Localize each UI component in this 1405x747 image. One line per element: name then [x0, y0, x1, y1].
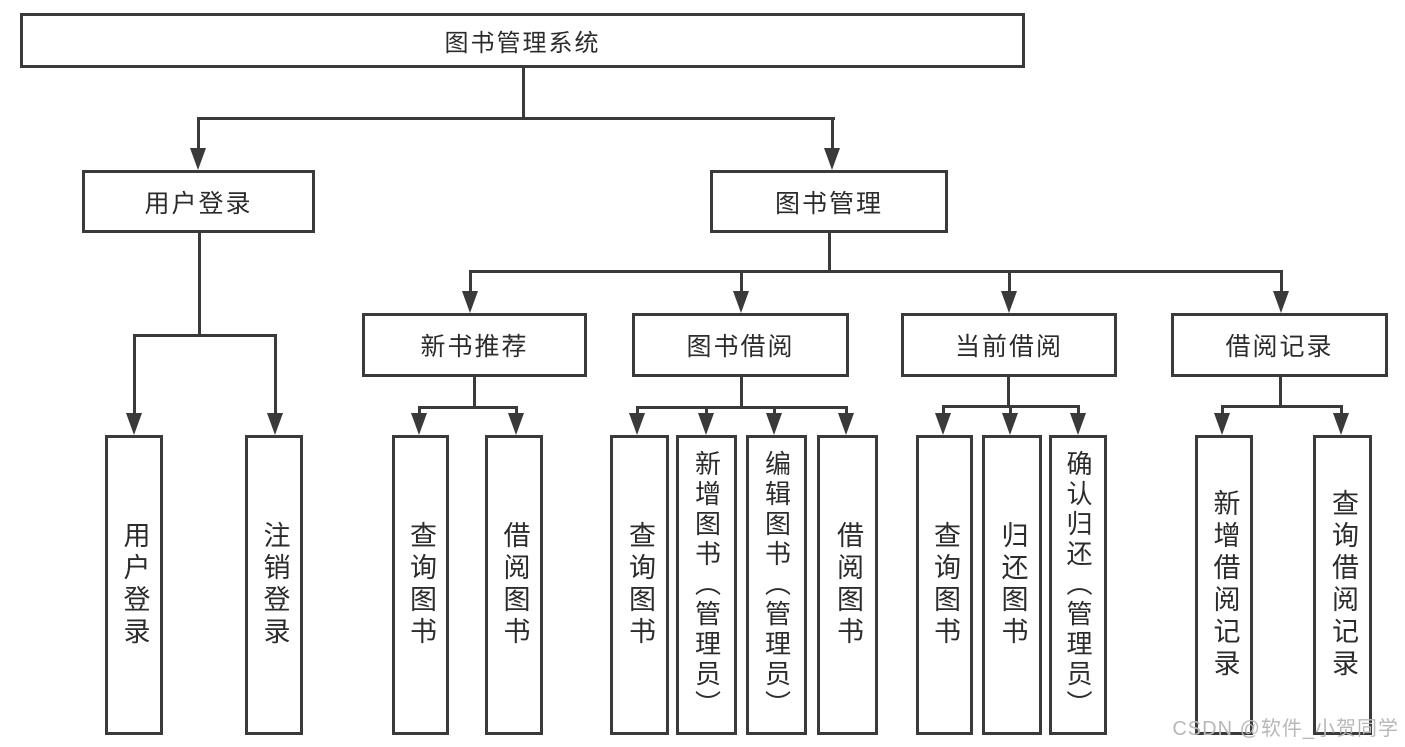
connector-line — [198, 233, 201, 336]
connector-line — [473, 377, 476, 408]
leaf-edit-book-admin: 编辑图书（管理员） — [746, 435, 807, 735]
connector-line — [1279, 377, 1282, 407]
node-user-login: 用户登录 — [82, 170, 315, 233]
connector-line — [740, 270, 743, 293]
leaf-query-borrow-record: 查询借阅记录 — [1313, 435, 1372, 735]
connector-line — [197, 117, 200, 151]
node-book-management: 图书管理 — [710, 170, 948, 233]
connector-line — [469, 270, 472, 293]
arrow-down-icon — [462, 291, 478, 313]
connector-line — [418, 406, 518, 409]
connector-line — [522, 68, 525, 118]
leaf-confirm-return-admin: 确认归还（管理员） — [1049, 435, 1107, 735]
connector-line — [133, 334, 277, 337]
arrow-down-icon — [508, 413, 524, 435]
leaf-query-book-1-label: 查询图书 — [406, 521, 436, 649]
connector-line — [469, 270, 1283, 273]
leaf-logout: 注销登录 — [245, 435, 303, 735]
connector-line — [1008, 270, 1011, 293]
connector-line — [1280, 270, 1283, 293]
arrow-down-icon — [1333, 413, 1349, 435]
node-book-management-label: 图书管理 — [774, 189, 883, 218]
arrow-down-icon — [824, 148, 840, 170]
leaf-confirm-return-admin-label: 确认归还（管理员） — [1063, 450, 1093, 720]
leaf-borrow-book-2-label: 借阅图书 — [833, 521, 863, 649]
connector-line — [515, 406, 518, 415]
connector-line — [274, 334, 277, 414]
connector-line — [705, 406, 708, 415]
leaf-query-book-1: 查询图书 — [392, 435, 449, 735]
arrow-down-icon — [126, 413, 142, 435]
node-current-borrow: 当前借阅 — [901, 313, 1117, 377]
connector-line — [1340, 405, 1343, 415]
connector-line — [831, 117, 834, 151]
leaf-add-borrow-record: 新增借阅记录 — [1195, 435, 1253, 735]
leaf-add-book-admin: 新增图书（管理员） — [676, 435, 737, 735]
connector-line — [828, 233, 831, 272]
leaf-return-book-label: 归还图书 — [997, 521, 1028, 649]
arrow-down-icon — [698, 413, 714, 435]
leaf-user-login-label: 用户登录 — [119, 521, 150, 649]
arrow-down-icon — [766, 413, 782, 435]
arrow-down-icon — [1001, 291, 1017, 313]
node-book-borrow-label: 图书借阅 — [686, 333, 795, 361]
connector-line — [418, 406, 421, 415]
leaf-query-book-2-label: 查询图书 — [625, 521, 655, 649]
csdn-watermark: CSDN @软件_小贺同学 — [1172, 718, 1399, 740]
leaf-query-book-3-label: 查询图书 — [930, 521, 960, 649]
connector-line — [942, 405, 945, 415]
arrow-down-icon — [267, 413, 283, 435]
arrow-down-icon — [1273, 291, 1289, 313]
arrow-down-icon — [190, 148, 206, 170]
leaf-add-book-admin-label: 新增图书（管理员） — [691, 450, 722, 720]
leaf-borrow-book-2: 借阅图书 — [817, 435, 878, 735]
connector-line — [1221, 405, 1224, 415]
arrow-down-icon — [838, 413, 854, 435]
connector-line — [1009, 405, 1012, 415]
arrow-down-icon — [629, 413, 645, 435]
node-borrow-record: 借阅记录 — [1171, 313, 1388, 377]
node-new-book-recommend: 新书推荐 — [362, 313, 587, 377]
node-root-label: 图书管理系统 — [444, 30, 601, 57]
arrow-down-icon — [411, 413, 427, 435]
node-borrow-record-label: 借阅记录 — [1225, 333, 1334, 361]
connector-line — [1007, 377, 1010, 407]
arrow-down-icon — [1070, 413, 1086, 435]
connector-line — [133, 334, 136, 414]
connector-line — [1221, 405, 1343, 408]
leaf-query-book-2: 查询图书 — [610, 435, 669, 735]
node-user-login-label: 用户登录 — [144, 189, 253, 218]
leaf-logout-label: 注销登录 — [259, 521, 290, 649]
node-root: 图书管理系统 — [20, 13, 1025, 68]
connector-line — [845, 406, 848, 415]
connector-line — [197, 117, 835, 120]
arrow-down-icon — [935, 413, 951, 435]
node-current-borrow-label: 当前借阅 — [954, 333, 1063, 361]
leaf-borrow-book-1-label: 借阅图书 — [499, 521, 530, 649]
leaf-borrow-book-1: 借阅图书 — [485, 435, 543, 735]
leaf-edit-book-admin-label: 编辑图书（管理员） — [761, 450, 792, 720]
arrow-down-icon — [1214, 413, 1230, 435]
node-book-borrow: 图书借阅 — [632, 313, 849, 377]
connector-line — [636, 406, 848, 409]
arrow-down-icon — [1002, 413, 1018, 435]
leaf-query-book-3: 查询图书 — [916, 435, 973, 735]
connector-line — [740, 377, 743, 408]
leaf-add-borrow-record-label: 新增借阅记录 — [1209, 489, 1240, 681]
connector-line — [636, 406, 639, 415]
node-new-book-recommend-label: 新书推荐 — [420, 333, 529, 361]
leaf-return-book: 归还图书 — [982, 435, 1042, 735]
arrow-down-icon — [733, 291, 749, 313]
connector-line — [1077, 405, 1080, 415]
connector-line — [773, 406, 776, 415]
leaf-query-borrow-record-label: 查询借阅记录 — [1328, 489, 1358, 681]
leaf-user-login: 用户登录 — [105, 435, 163, 735]
